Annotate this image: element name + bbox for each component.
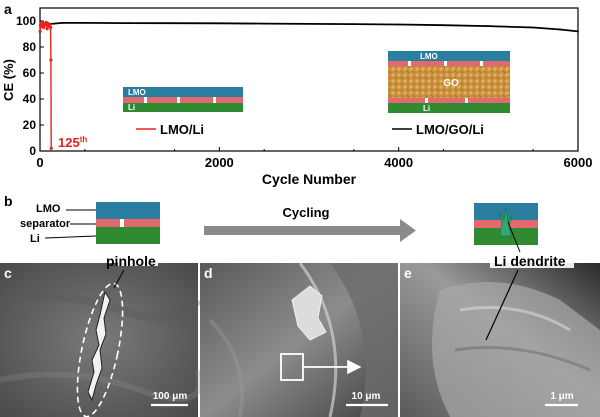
cycling-label: Cycling <box>283 205 330 220</box>
inset-separator-layer <box>388 61 510 66</box>
data-point <box>487 25 490 27</box>
inset-go-layer <box>388 66 510 98</box>
inset-lmo-text: LMO <box>128 88 146 97</box>
data-point <box>308 22 310 25</box>
data-point <box>559 28 561 31</box>
x-ticks: 0 2000 4000 6000 <box>36 147 592 170</box>
legend: LMO/Li LMO/GO/Li <box>136 122 484 137</box>
sem-image-d: 10 μm <box>200 262 398 417</box>
inset-go-text: GO <box>443 78 459 89</box>
pinhole-crack <box>87 290 111 402</box>
series-line-lmo-li <box>39 21 52 149</box>
pinhole-mark <box>120 219 124 227</box>
sem-image-c: 100 μm <box>0 263 203 417</box>
inset-lmo-text: LMO <box>420 52 438 61</box>
cell-lmo-layer <box>96 202 160 219</box>
data-point <box>61 22 64 24</box>
inset-separator-layer <box>123 97 243 103</box>
legend-label-lmo-go-li: LMO/GO/Li <box>416 122 484 137</box>
pinhole-label: pinhole <box>106 253 156 269</box>
dendrite-shape <box>498 207 514 237</box>
inset-lmo-layer <box>388 51 510 61</box>
data-point <box>397 23 400 26</box>
plot-frame <box>39 7 579 152</box>
y-tick-label: 40 <box>23 92 37 106</box>
y-tick-label: 0 <box>29 144 36 158</box>
cell-separator-layer <box>96 219 160 227</box>
data-point <box>352 23 355 26</box>
inset-li-text: Li <box>423 104 430 113</box>
cell-before-cycling <box>96 202 160 244</box>
data-point <box>218 22 221 25</box>
scale-label-d: 10 μm <box>352 391 381 402</box>
data-point <box>49 58 53 62</box>
data-point <box>48 25 53 30</box>
y-tick-label: 60 <box>23 66 37 80</box>
data-point <box>263 22 266 25</box>
data-point <box>41 25 46 30</box>
data-point <box>577 30 579 33</box>
x-tick-label: 0 <box>36 155 43 170</box>
data-point <box>38 29 42 33</box>
inset-separator-layer-2 <box>388 98 510 103</box>
inset-li-text: Li <box>128 103 135 112</box>
cycling-arrow <box>204 219 416 242</box>
data-point <box>49 146 53 150</box>
sem-image-e: 1 μm <box>400 263 600 417</box>
data-point <box>83 22 86 24</box>
y-tick-label: 80 <box>23 40 37 54</box>
y-tick-label: 20 <box>23 118 37 132</box>
scale-label-e: 1 μm <box>550 391 573 402</box>
data-point <box>43 23 47 27</box>
scale-label-c: 100 μm <box>153 391 188 402</box>
data-point <box>442 24 445 27</box>
panel-label-a: a <box>4 1 12 17</box>
annotation-125th: 125th <box>58 135 87 150</box>
panel-label-d: d <box>204 265 213 281</box>
data-point <box>45 27 49 31</box>
inset-lmo-layer <box>123 87 243 97</box>
cell-after-cycling <box>474 203 538 245</box>
label-li: Li <box>30 233 40 245</box>
inset-lmo-li: LMO Li <box>123 87 243 112</box>
legend-label-lmo-li: LMO/Li <box>160 122 204 137</box>
x-tick-label: 6000 <box>564 155 593 170</box>
y-tick-label: 100 <box>16 14 36 28</box>
data-point <box>48 23 52 27</box>
inset-li-layer <box>123 103 243 112</box>
cell-li-layer <box>96 227 160 244</box>
x-tick-label: 2000 <box>205 155 234 170</box>
inset-lmo-go-li: LMO GO Li <box>388 51 510 113</box>
y-ticks: 0 20 40 60 80 100 <box>16 14 44 158</box>
label-lmo: LMO <box>36 203 61 215</box>
label-separator: separator <box>20 218 71 230</box>
dendrite-label: Li dendrite <box>494 253 566 269</box>
series-group <box>38 20 579 150</box>
x-tick-label: 4000 <box>384 155 413 170</box>
data-point <box>532 26 535 29</box>
x-axis-label: Cycle Number <box>262 171 357 187</box>
data-point <box>128 22 131 24</box>
panel-label-b: b <box>4 193 13 209</box>
panel-label-c: c <box>4 265 12 281</box>
inset-li-layer <box>388 103 510 113</box>
panel-label-e: e <box>404 265 412 281</box>
y-axis-label: CE (%) <box>1 59 16 101</box>
data-point <box>173 22 176 25</box>
